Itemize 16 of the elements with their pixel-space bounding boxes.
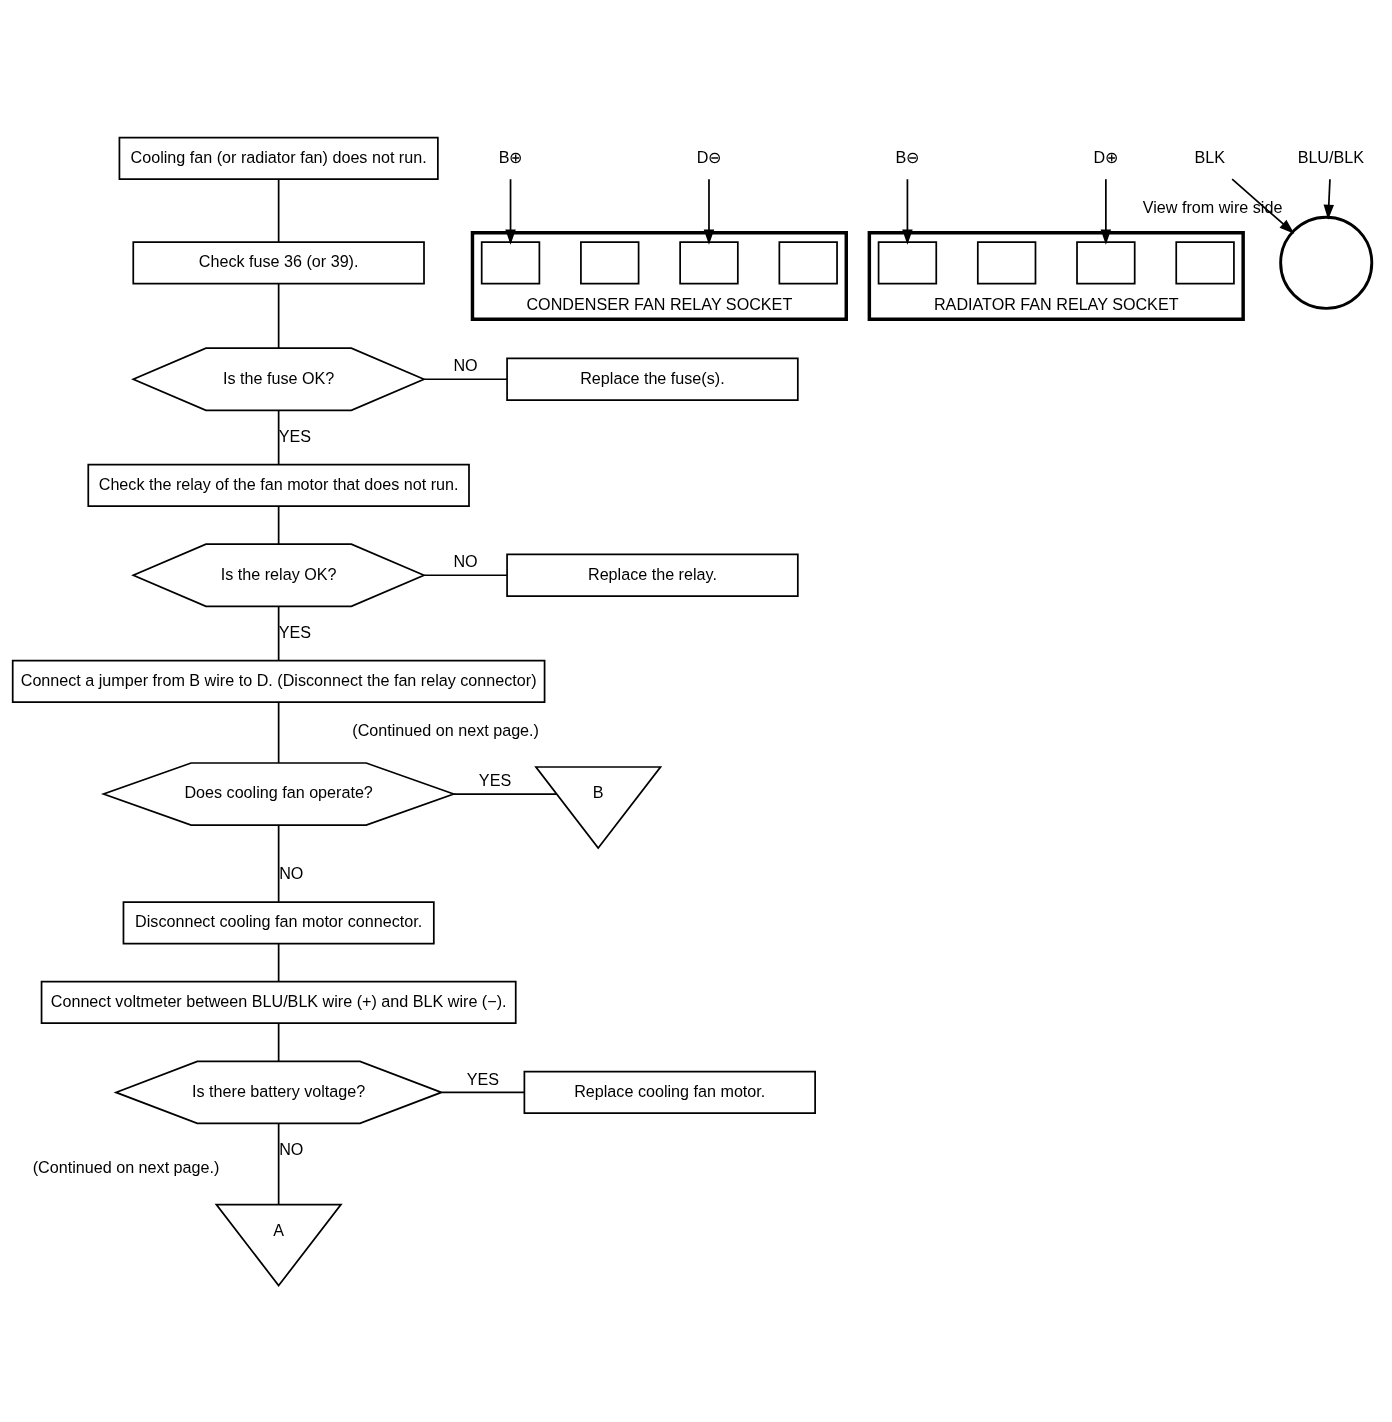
node-text: BLK xyxy=(1194,147,1225,166)
node-text: B⊖ xyxy=(895,147,920,166)
edge-label: YES xyxy=(466,1069,500,1088)
node-text: B⊕ xyxy=(498,147,523,166)
node-label: (Continued on next page.) xyxy=(352,720,539,739)
node-text: BLU/BLK xyxy=(1297,147,1365,166)
edge-label: YES xyxy=(278,622,311,641)
edge-label: NO xyxy=(279,863,304,882)
edge-label: NO xyxy=(453,551,478,570)
node-text: D⊖ xyxy=(696,147,722,166)
edge-label: NO xyxy=(453,355,478,374)
edge-label: YES xyxy=(478,770,512,789)
edge-label: YES xyxy=(278,426,311,445)
node-label: (Continued on next page.) xyxy=(32,1157,220,1176)
node-text: D⊕ xyxy=(1093,147,1119,166)
edge-label: NO xyxy=(279,1139,304,1158)
